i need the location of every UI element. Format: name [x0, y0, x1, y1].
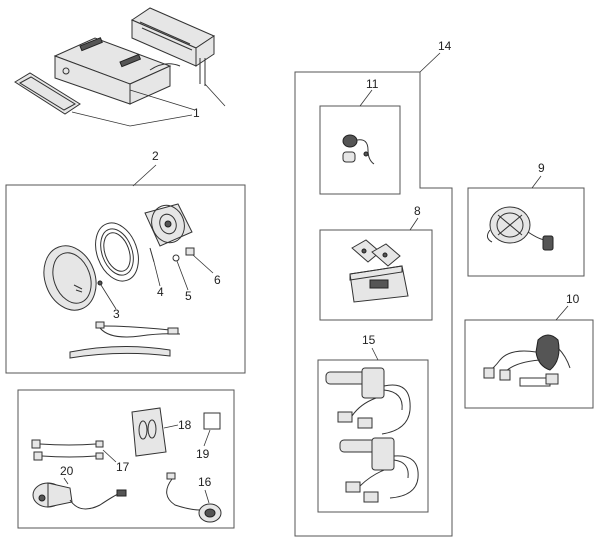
callout-16: 16: [198, 475, 212, 489]
callout-4: 4: [157, 285, 164, 299]
speaker-ring: [95, 222, 139, 282]
key-set-frame: [319, 105, 401, 195]
speaker-grille: [43, 245, 97, 311]
clip-6: [185, 247, 195, 256]
harness-10: [483, 334, 571, 387]
cable-17: [31, 439, 104, 461]
callout-17: 17: [116, 460, 130, 474]
radio-mounting-sleeve: [130, 7, 216, 86]
callout-6: 6: [214, 273, 221, 287]
card-19: [203, 412, 221, 430]
control-unit-frame: [319, 229, 433, 321]
radio-body: [53, 37, 181, 105]
sensor-16: [166, 472, 222, 523]
screw-3: [97, 280, 103, 286]
callout-3: 3: [113, 307, 120, 321]
control-unit-8: [349, 239, 409, 303]
speaker-kit-frame: [5, 184, 246, 374]
callout-10: 10: [566, 292, 580, 306]
actuator-15-top: [325, 367, 411, 435]
callout-18: 18: [178, 418, 192, 432]
callout-11: 11: [366, 77, 379, 91]
actuator-15-bottom: [339, 437, 419, 503]
harness-frame: [464, 319, 594, 409]
key-set-11: [342, 134, 375, 165]
callout-1: 1: [193, 106, 200, 120]
callout-20: 20: [60, 464, 74, 478]
clip-5: [172, 254, 180, 262]
radio-trim-frame: [14, 72, 81, 115]
radio-group: [14, 7, 226, 127]
callout-15: 15: [362, 333, 376, 347]
accessory-kit: [31, 407, 222, 523]
remote-18: [131, 407, 167, 457]
siren-frame: [467, 187, 585, 277]
speaker-kit: [43, 203, 214, 359]
callout-5: 5: [185, 289, 192, 303]
callout-9: 9: [538, 161, 545, 175]
callout-14: 14: [438, 39, 452, 53]
screw-4: [149, 247, 155, 263]
callout-19: 19: [196, 447, 210, 461]
actuator-frame: [317, 359, 429, 513]
callout-8: 8: [414, 204, 421, 218]
speaker-unit: [144, 203, 193, 247]
siren-20: [32, 482, 127, 510]
accessory-kit-frame: [17, 389, 235, 529]
speaker-harness: [69, 321, 181, 359]
siren-9: [486, 206, 554, 251]
callout-2: 2: [152, 149, 159, 163]
